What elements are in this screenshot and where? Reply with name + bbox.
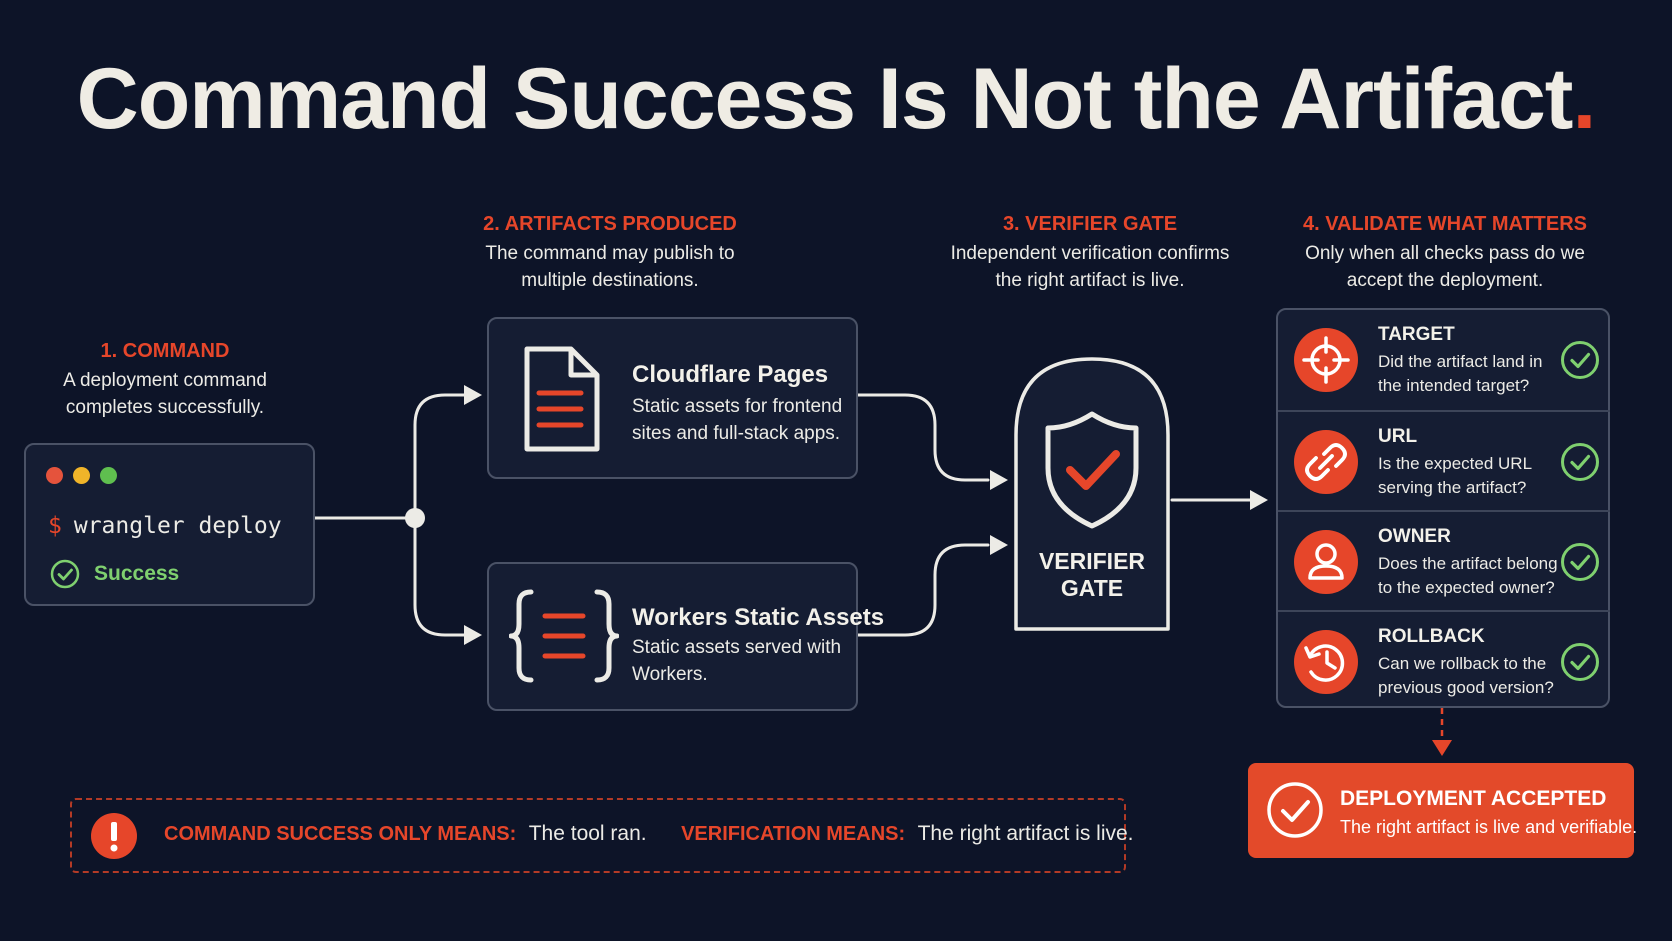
- verifier-gate-label: VERIFIER GATE: [1012, 548, 1172, 602]
- minimize-dot: [73, 467, 90, 484]
- terminal-window: $ wrangler deploy Success: [24, 443, 315, 606]
- check-title: ROLLBACK: [1378, 626, 1485, 647]
- step1-title: 1. COMMAND: [100, 340, 230, 362]
- terminal-command: $ wrangler deploy: [48, 513, 282, 539]
- check-question-line2: to the expected owner?: [1378, 578, 1555, 597]
- check-question-line1: Did the artifact land in: [1378, 352, 1543, 371]
- step3-title: 3. VERIFIER GATE: [1002, 213, 1178, 235]
- page-title: Command Success Is Not the Artifact.: [0, 48, 1672, 151]
- check-passed-icon: [1561, 443, 1599, 481]
- footer-text: COMMAND SUCCESS ONLY MEANS: The tool ran…: [164, 822, 1134, 846]
- step2-description: The command may publish to multiple dest…: [440, 240, 780, 294]
- step2-desc-line2: multiple destinations.: [521, 270, 699, 291]
- check-row-url: URL Is the expected URL serving the artif…: [1278, 410, 1610, 510]
- footer-label-command: COMMAND SUCCESS ONLY MEANS:: [164, 823, 517, 845]
- arrowhead-workers: [464, 625, 482, 645]
- check-title: URL: [1378, 426, 1418, 447]
- artifact-card-workers-static-assets: Workers Static Assets Static assets serv…: [487, 562, 884, 711]
- check-question: Does the artifact belong to the expected …: [1378, 552, 1558, 600]
- close-dot: [46, 467, 63, 484]
- artifact-desc-line2: sites and full-stack apps.: [632, 423, 841, 444]
- check-row-owner: OWNER Does the artifact belong to the exp…: [1278, 510, 1610, 610]
- step1-description: A deployment command completes successfu…: [20, 367, 310, 421]
- footer-callout: COMMAND SUCCESS ONLY MEANS: The tool ran…: [70, 798, 1134, 873]
- check-title: TARGET: [1378, 324, 1455, 345]
- title-text: Command Success Is Not the Artifact: [76, 51, 1574, 147]
- step2-title: 2. ARTIFACTS PRODUCED: [483, 213, 737, 235]
- deployment-accepted-banner: DEPLOYMENT ACCEPTED The right artifact i…: [1248, 763, 1638, 858]
- step3-desc-line1: Independent verification confirms: [950, 243, 1230, 264]
- check-question-line2: previous good version?: [1378, 678, 1554, 697]
- shield-check-icon: [1045, 411, 1139, 529]
- connector-split-to-workers: [413, 516, 468, 637]
- terminal-command-text: wrangler deploy: [73, 513, 282, 539]
- check-question: Is the expected URL serving the artifact?: [1378, 452, 1558, 500]
- arrowhead-gate-top: [990, 470, 1008, 490]
- accepted-check-icon: [1267, 782, 1323, 838]
- accepted-subtitle: The right artifact is live and verifiabl…: [1340, 817, 1638, 837]
- step3-desc-line2: the right artifact is live.: [995, 270, 1185, 291]
- check-passed-icon: [1561, 543, 1599, 581]
- check-row-target: TARGET Did the artifact land in the inten…: [1278, 310, 1610, 410]
- title-accent-dot: .: [1572, 51, 1596, 147]
- accepted-title: DEPLOYMENT ACCEPTED: [1340, 787, 1607, 810]
- crosshair-icon: [1294, 328, 1358, 392]
- footer-text-verification: The right artifact is live.: [917, 822, 1134, 845]
- arrowhead-pages: [464, 385, 482, 405]
- step2-desc-line1: The command may publish to: [485, 243, 735, 264]
- step1-desc-line1: A deployment command: [63, 370, 267, 391]
- check-question-line2: serving the artifact?: [1378, 478, 1527, 497]
- link-icon: [1294, 430, 1358, 494]
- artifact-title: Cloudflare Pages: [632, 361, 829, 388]
- document-icon: [524, 346, 600, 452]
- step4-title: 4. VALIDATE WHAT MATTERS: [1302, 213, 1588, 235]
- gate-label-line2: GATE: [1060, 575, 1124, 601]
- artifact-card-cloudflare-pages: Cloudflare Pages Static assets for front…: [487, 317, 858, 479]
- alert-icon: [91, 813, 137, 859]
- artifact-desc-line1: Static assets for frontend: [632, 396, 843, 417]
- footer-label-verification: VERIFICATION MEANS:: [681, 823, 906, 845]
- check-question-line1: Can we rollback to the: [1378, 654, 1547, 673]
- code-braces-icon: [509, 589, 619, 683]
- check-title: OWNER: [1378, 526, 1451, 547]
- check-question-line1: Does the artifact belong: [1378, 554, 1558, 573]
- artifact-desc-line2: Workers.: [632, 664, 708, 685]
- terminal-prompt: $: [48, 513, 62, 539]
- arrowhead-accepted: [1432, 740, 1452, 756]
- artifact-description: Static assets for frontend sites and ful…: [632, 393, 842, 447]
- terminal-status: Success: [94, 562, 180, 585]
- history-icon: [1294, 630, 1358, 694]
- step4-desc-line2: accept the deployment.: [1346, 270, 1544, 291]
- gate-label-line1: VERIFIER: [1038, 548, 1146, 574]
- success-check-icon: [50, 559, 80, 589]
- window-controls: [46, 467, 127, 489]
- step3-description: Independent verification confirms the ri…: [920, 240, 1260, 294]
- checklist-panel: TARGET Did the artifact land in the inten…: [1276, 308, 1610, 708]
- user-icon: [1294, 530, 1358, 594]
- connector-workers-to-gate: [856, 543, 990, 637]
- step1-desc-line2: completes successfully.: [65, 397, 265, 418]
- check-row-rollback: ROLLBACK Can we rollback to the previous …: [1278, 610, 1610, 710]
- artifact-description: Static assets served with Workers.: [632, 634, 841, 688]
- connector-split-to-pages: [413, 393, 468, 520]
- step4-desc-line1: Only when all checks pass do we: [1305, 243, 1585, 264]
- check-question-line1: Is the expected URL: [1378, 454, 1533, 473]
- artifact-desc-line1: Static assets served with: [632, 637, 842, 658]
- check-question: Did the artifact land in the intended tar…: [1378, 350, 1558, 398]
- arrowhead-checks: [1250, 490, 1268, 510]
- split-node: [405, 508, 425, 528]
- connector-pages-to-gate: [856, 393, 990, 482]
- footer-text-command: The tool ran.: [528, 822, 647, 845]
- artifact-title: Workers Static Assets: [632, 604, 885, 631]
- step4-description: Only when all checks pass do we accept t…: [1265, 240, 1625, 294]
- maximize-dot: [100, 467, 117, 484]
- arrowhead-gate-bottom: [990, 535, 1008, 555]
- check-passed-icon: [1561, 341, 1599, 379]
- check-passed-icon: [1561, 643, 1599, 681]
- check-question: Can we rollback to the previous good vers…: [1378, 652, 1558, 700]
- check-question-line2: the intended target?: [1378, 376, 1530, 395]
